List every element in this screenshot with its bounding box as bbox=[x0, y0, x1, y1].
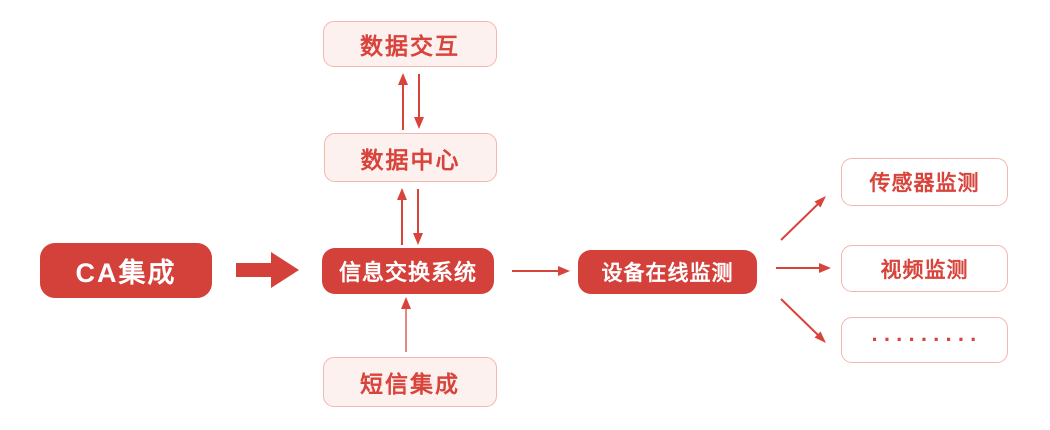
node-sensor-monitoring-label: 传感器监测 bbox=[869, 172, 980, 195]
node-data-center: 数据中心 bbox=[324, 133, 497, 182]
arrow-up-sms-to-info-exchange bbox=[401, 297, 411, 352]
node-data-interaction-label: 数据交互 bbox=[360, 33, 460, 59]
node-device-online-monitoring: 设备在线监测 bbox=[578, 250, 757, 294]
block-arrow-ca-to-info-exchange bbox=[236, 252, 299, 288]
node-data-interaction: 数据交互 bbox=[323, 21, 497, 67]
node-sensor-monitoring: 传感器监测 bbox=[841, 158, 1008, 206]
node-video-monitoring-label: 视频监测 bbox=[880, 258, 969, 282]
node-video-monitoring: 视频监测 bbox=[841, 245, 1008, 292]
node-device-online-monitoring-label: 设备在线监测 bbox=[601, 262, 734, 285]
node-info-exchange-system-label: 信息交换系统 bbox=[338, 260, 477, 285]
node-data-center-label: 数据中心 bbox=[360, 146, 461, 173]
node-sms-integration: 短信集成 bbox=[323, 357, 497, 407]
node-info-exchange-system: 信息交换系统 bbox=[322, 248, 494, 294]
arrow-down-data-exchange-to-data-center bbox=[414, 74, 424, 129]
arrow-diagonal-device-to-more bbox=[780, 298, 826, 343]
node-more-placeholder-label: ········· bbox=[871, 327, 983, 352]
arrow-down-data-center-to-info-exchange bbox=[413, 189, 423, 245]
node-sms-integration-label: 短信集成 bbox=[360, 371, 460, 397]
node-ca-integration: CA集成 bbox=[40, 243, 212, 298]
node-ca-integration-label: CA集成 bbox=[75, 258, 177, 288]
arrow-right-device-to-video bbox=[776, 263, 831, 273]
node-more-placeholder: ········· bbox=[841, 317, 1008, 363]
arrow-diagonal-device-to-sensor bbox=[780, 196, 826, 241]
arrow-up-data-center-to-data-exchange bbox=[398, 73, 408, 130]
arrow-up-info-exchange-to-data-center bbox=[397, 188, 407, 245]
arrow-right-info-exchange-to-device-monitor bbox=[512, 266, 570, 276]
